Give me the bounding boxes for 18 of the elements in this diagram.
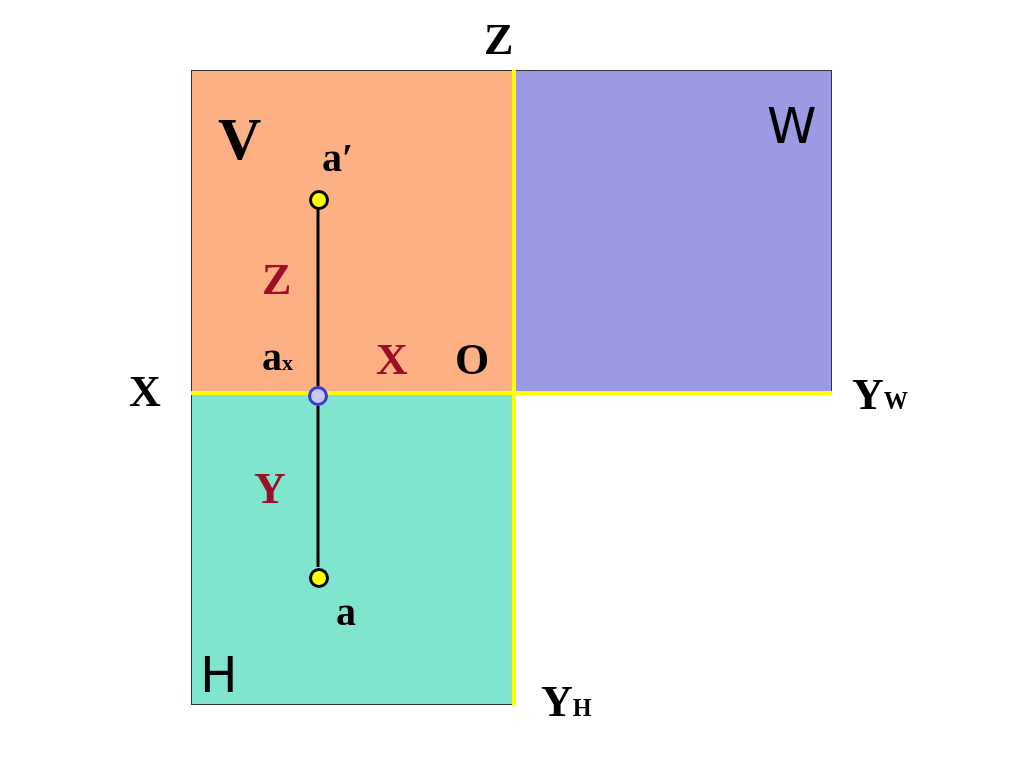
point-marker — [309, 190, 329, 210]
plane-label: W — [767, 101, 817, 151]
connector-line — [316, 406, 320, 567]
plane-panel — [191, 70, 514, 393]
axis-label: Z — [484, 18, 514, 62]
point-label: a′ — [322, 138, 354, 178]
plane-panel — [514, 70, 832, 393]
edge-label: Z — [262, 258, 292, 302]
point-label: a — [336, 592, 356, 632]
edge-label: Y — [254, 467, 286, 511]
connector-line — [316, 209, 320, 386]
axis-label: X — [129, 370, 161, 414]
plane-panel — [191, 393, 514, 705]
point-marker — [309, 568, 329, 588]
plane-label: H — [200, 650, 238, 700]
axis-label: X — [376, 338, 408, 382]
axis-label: O — [455, 338, 490, 382]
plane-label: V — [218, 109, 262, 169]
